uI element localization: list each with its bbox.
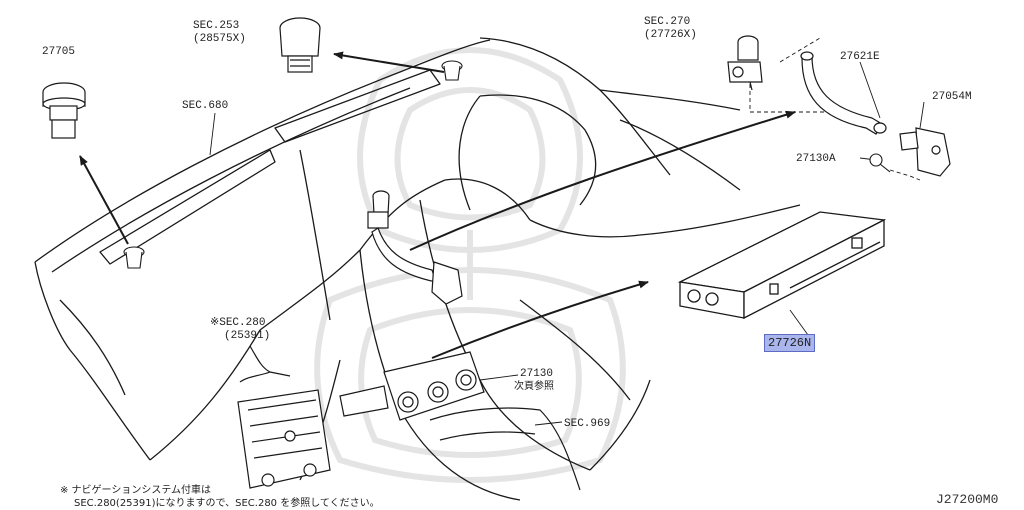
arrow-to-sec253 [333, 51, 445, 73]
part-27621e-icon [800, 51, 887, 135]
label-27726n-highlighted[interactable]: 27726N [764, 334, 816, 352]
label-sec253-sub: (28575X) [193, 33, 246, 45]
center-console-outline [429, 407, 581, 491]
arrow-to-sec270 [409, 110, 796, 251]
label-27054m: 27054M [932, 91, 972, 103]
arrow-to-27705 [79, 155, 129, 245]
label-27621e: 27621E [840, 51, 880, 63]
diagram-code: J27200M0 [936, 492, 999, 507]
part-27705-icon [42, 82, 86, 139]
label-27130-note: 次頁参照 [514, 381, 554, 392]
part-sec253-icon [279, 17, 321, 73]
footnote-line-1: ※ ナビゲーションシステム付車は [60, 485, 212, 496]
label-sec969: SEC.969 [564, 418, 611, 430]
label-sec270-sub: (27726X) [644, 29, 697, 41]
label-27130: 27130 [520, 368, 554, 380]
label-27705: 27705 [42, 46, 76, 58]
part-27726n-icon [677, 211, 887, 320]
arrow-to-27726n [431, 280, 649, 359]
label-sec253: SEC.253 [193, 20, 240, 32]
part-sec270-icon [727, 35, 763, 91]
label-27130a: 27130A [796, 153, 836, 165]
label-sec680: SEC.680 [182, 100, 229, 112]
label-sec270: SEC.270 [644, 16, 691, 28]
indicator-arrows [79, 51, 796, 359]
part-sec280-icon [237, 345, 331, 489]
part-27054m-icon [899, 127, 951, 177]
in-dash-sensor-icon [367, 190, 463, 305]
dashboard-clip-icons [123, 60, 463, 269]
label-sec280: ※SEC.280 [210, 317, 266, 329]
footnote-line-2: SEC.280(25391)になりますので、SEC.280 を参照してください。 [74, 498, 380, 509]
watermark-emblem [314, 47, 626, 483]
part-27130a-icon [869, 153, 891, 173]
label-sec280-sub: (25391) [224, 330, 271, 342]
part-27130-icon [339, 351, 485, 421]
